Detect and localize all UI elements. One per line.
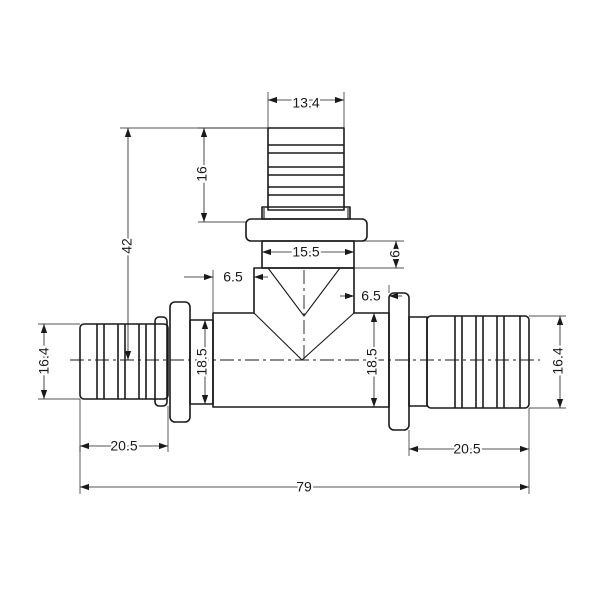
- dim-label: 16.4: [36, 347, 52, 374]
- dim-label: 13.4: [292, 95, 319, 111]
- branch-pex-insert: [261, 127, 351, 220]
- dim-left-outer-diameter: 16.4: [34, 323, 80, 400]
- dim-label: 6.5: [361, 288, 381, 304]
- right-pex-insert: [388, 292, 530, 431]
- dim-collar-height: 6: [354, 240, 405, 269]
- dim-label: 6: [387, 250, 403, 258]
- dim-right-outer-diameter: 16.4: [529, 315, 568, 409]
- dim-label: 42: [119, 238, 135, 254]
- dim-label: 6.5: [223, 269, 243, 285]
- dim-label: 16: [194, 166, 210, 182]
- dim-branch-body-width: 15.5: [262, 242, 354, 262]
- dim-left-socket-depth: 6.5: [184, 269, 268, 313]
- dim-right-bore: 18.5: [362, 313, 382, 407]
- dim-left-insert-length: 20.5: [79, 399, 169, 456]
- dim-branch-insert-length: 16: [192, 127, 268, 223]
- dim-right-insert-length: 20.5: [408, 408, 530, 459]
- dim-left-bore: 18.5: [192, 320, 212, 404]
- dim-label: 18.5: [194, 348, 210, 375]
- dim-label: 20.5: [110, 438, 137, 454]
- dim-label: 16.4: [550, 347, 566, 374]
- dim-total-height: 42: [117, 127, 268, 360]
- dim-label: 15.5: [292, 244, 319, 260]
- dim-right-socket-depth: 6.5: [340, 285, 402, 306]
- dim-total-length: 79: [79, 446, 530, 497]
- dim-label: 20.5: [453, 441, 480, 457]
- dim-label: 79: [296, 479, 312, 495]
- dim-branch-outer-width: 13.4: [267, 92, 345, 128]
- centerlines: [70, 270, 540, 361]
- dim-label: 18.5: [364, 348, 380, 375]
